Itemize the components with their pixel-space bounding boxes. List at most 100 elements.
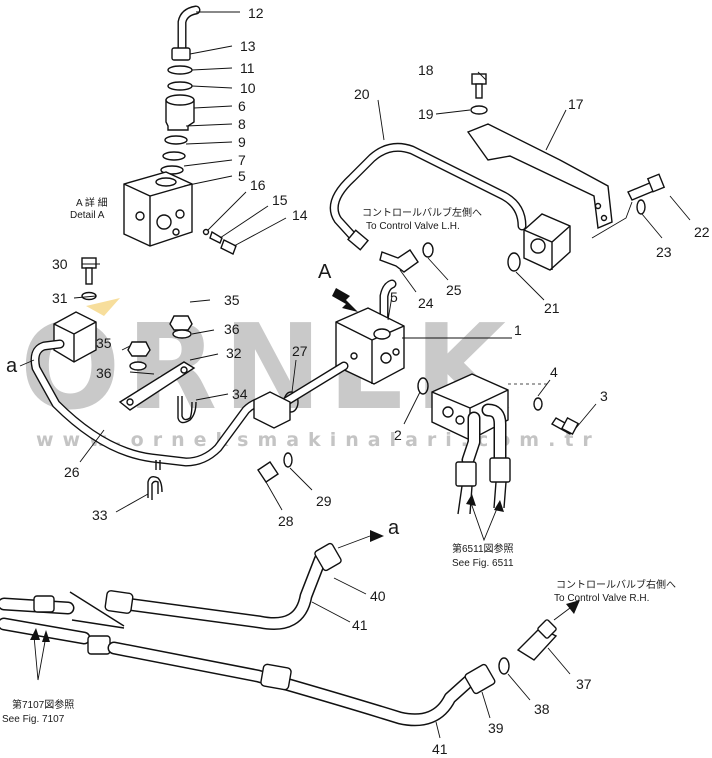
fig7107-jp: 第7107図参照 <box>12 698 74 711</box>
label-1: 1 <box>514 322 522 338</box>
label-13: 13 <box>240 38 256 54</box>
part-17-bracket <box>466 123 613 230</box>
part-8-ring <box>164 135 188 145</box>
part-29-washer <box>283 452 293 468</box>
label-36-left: 36 <box>96 365 112 381</box>
part-35-nut-left <box>127 341 151 357</box>
label-22: 22 <box>694 224 710 240</box>
label-35-left: 35 <box>96 335 112 351</box>
part-flange-block <box>523 213 571 271</box>
label-19: 19 <box>418 106 434 122</box>
label-41-lower: 41 <box>432 741 448 757</box>
leader-lines <box>19 11 691 739</box>
label-40: 40 <box>370 588 386 604</box>
label-15: 15 <box>272 192 288 208</box>
label-28: 28 <box>278 513 294 529</box>
part-left-flange <box>53 311 97 363</box>
connection-a-right: a <box>388 517 400 539</box>
label-3: 3 <box>600 388 608 404</box>
label-16: 16 <box>250 177 266 193</box>
part-39-fitting <box>464 663 496 695</box>
label-12: 12 <box>248 5 264 21</box>
part-30-bolt <box>81 257 97 269</box>
detail-a-letter: A <box>318 261 332 283</box>
label-34: 34 <box>232 386 248 402</box>
part-mid-flange <box>253 391 291 429</box>
detail-a-en: Detail A <box>70 210 105 221</box>
part-18-bolt <box>471 73 487 85</box>
part-25-ring <box>422 242 434 258</box>
label-25: 25 <box>446 282 462 298</box>
part-6-body <box>165 99 195 131</box>
hose-fitting-right <box>489 457 511 483</box>
lower-hoses <box>0 530 580 727</box>
part-35-nut-top <box>169 315 193 331</box>
fig6511-en: See Fig. 6511 <box>452 558 514 569</box>
label-31: 31 <box>52 290 68 306</box>
label-23: 23 <box>656 244 672 260</box>
connection-a-left: a <box>6 355 18 377</box>
pipe-26-assembly <box>30 257 349 500</box>
part-1-block <box>431 373 509 441</box>
label-4: 4 <box>550 364 558 380</box>
part-5-block-detail <box>123 171 193 247</box>
label-27: 27 <box>292 343 308 359</box>
part-36-washer-left <box>129 361 147 371</box>
part-10-ring <box>167 81 193 91</box>
hose-fitting-left <box>455 461 477 487</box>
label-41-upper: 41 <box>352 617 368 633</box>
watermark-accent-mark <box>86 298 120 316</box>
label-5-detail: 5 <box>238 168 246 184</box>
label-38: 38 <box>534 701 550 717</box>
part-23-washer <box>636 199 646 215</box>
part-2-ring <box>417 377 429 395</box>
part-21-ring <box>507 252 521 272</box>
detail-a-assembly <box>123 5 237 255</box>
label-11: 11 <box>240 60 255 76</box>
part-14-plug <box>220 239 237 255</box>
label-6: 6 <box>238 98 246 114</box>
label-20: 20 <box>354 86 370 102</box>
fig7107-en: See Fig. 7107 <box>2 714 65 725</box>
control-valve-rh-jp: コントロールバルブ右側へ <box>556 578 676 591</box>
label-24: 24 <box>418 295 434 311</box>
label-2: 2 <box>394 427 402 443</box>
label-30: 30 <box>52 256 68 272</box>
label-36-top: 36 <box>224 321 240 337</box>
valve-block-assembly <box>283 279 580 515</box>
part-36-washer-top <box>172 329 192 339</box>
part-number-labels: 12 13 11 10 6 8 9 7 5 16 15 14 18 19 17 … <box>52 5 710 757</box>
control-valve-lh-jp: コントロールバルブ左側へ <box>362 206 482 219</box>
detail-a-arrow <box>332 288 358 312</box>
label-14: 14 <box>292 207 308 223</box>
part-28-bolt <box>257 461 279 483</box>
fig6511-jp: 第6511図参照 <box>452 542 514 555</box>
label-37: 37 <box>576 676 592 692</box>
label-17: 17 <box>568 96 584 112</box>
label-8: 8 <box>238 116 246 132</box>
part-16-ball <box>202 228 210 236</box>
part-4-washer <box>533 397 543 411</box>
part-13-nut <box>171 47 191 61</box>
label-29: 29 <box>316 493 332 509</box>
part-40-fitting <box>314 542 342 572</box>
control-valve-lh-en: To Control Valve L.H. <box>366 221 460 232</box>
label-7: 7 <box>238 152 246 168</box>
control-valve-rh-en: To Control Valve R.H. <box>554 593 649 604</box>
label-33: 33 <box>92 507 108 523</box>
watermark-site: www.orneksmakinalari.com.tr <box>36 429 601 451</box>
label-35-top: 35 <box>224 292 240 308</box>
part-32-plate <box>118 361 196 411</box>
label-10: 10 <box>240 80 256 96</box>
part-15-spring <box>209 230 223 244</box>
notes: A 詳 細 Detail A A a a コントロールバルブ左側へ To Con… <box>2 196 676 725</box>
label-18: 18 <box>418 62 434 78</box>
label-26: 26 <box>64 464 80 480</box>
bracket-assembly <box>329 73 666 273</box>
part-34-u-bolt <box>177 396 197 424</box>
label-9: 9 <box>238 134 246 150</box>
part-38-ring <box>498 657 510 675</box>
part-9-ring <box>162 151 186 161</box>
label-32: 32 <box>226 345 242 361</box>
label-39: 39 <box>488 720 504 736</box>
